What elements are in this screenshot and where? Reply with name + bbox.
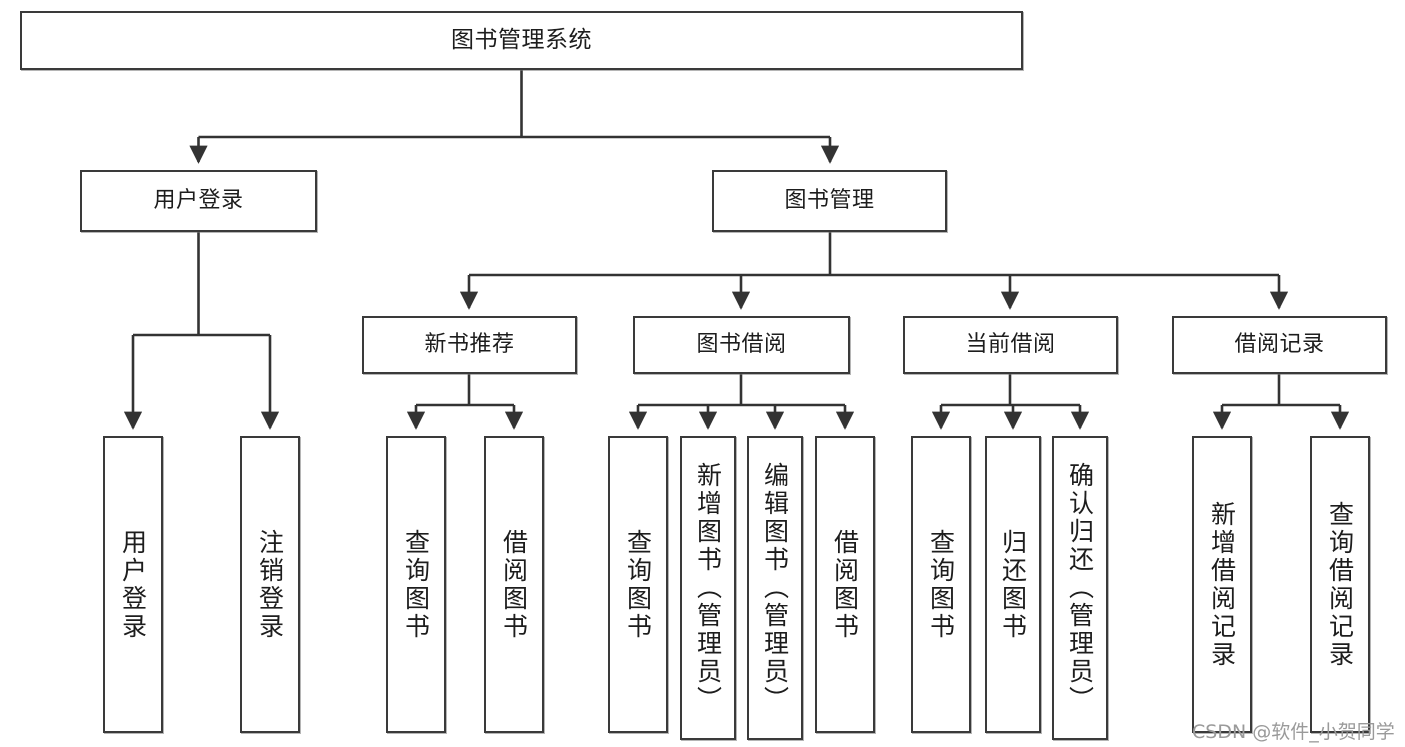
leaf-return-book-label: 归还图书 <box>998 528 1028 641</box>
leaf-query-book-2-label: 查询图书 <box>623 528 653 641</box>
leaf-query-book-3-label: 查询图书 <box>926 528 956 641</box>
leaf-return-book[interactable]: 归还图书 <box>985 436 1041 733</box>
leaf-confirm-return[interactable]: 确认归还（管理员） <box>1052 436 1108 740</box>
leaf-logout[interactable]: 注销登录 <box>240 436 300 733</box>
node-new-book-rec[interactable]: 新书推荐 <box>362 316 577 374</box>
leaf-user-login[interactable]: 用户登录 <box>103 436 163 733</box>
leaf-logout-label: 注销登录 <box>255 528 285 641</box>
node-borrow-record[interactable]: 借阅记录 <box>1172 316 1387 374</box>
leaf-confirm-return-label: 确认归还（管理员） <box>1065 462 1095 714</box>
node-user-login-label: 用户登录 <box>153 187 244 213</box>
leaf-borrow-book-1[interactable]: 借阅图书 <box>484 436 544 733</box>
node-borrow-record-label: 借阅记录 <box>1234 331 1325 357</box>
leaf-query-record-label: 查询借阅记录 <box>1325 500 1355 669</box>
leaf-query-book-1[interactable]: 查询图书 <box>386 436 446 733</box>
node-book-borrow[interactable]: 图书借阅 <box>633 316 850 374</box>
node-user-login[interactable]: 用户登录 <box>80 170 317 232</box>
node-book-mgmt[interactable]: 图书管理 <box>712 170 947 232</box>
leaf-query-book-3[interactable]: 查询图书 <box>911 436 971 733</box>
leaf-edit-book-label: 编辑图书（管理员） <box>760 462 790 714</box>
csdn-watermark: CSDN @软件_小贺同学 <box>1192 721 1395 743</box>
leaf-user-login-label: 用户登录 <box>118 528 148 641</box>
leaf-add-book[interactable]: 新增图书（管理员） <box>680 436 736 740</box>
node-root[interactable]: 图书管理系统 <box>20 11 1023 70</box>
leaf-add-record-label: 新增借阅记录 <box>1207 500 1237 669</box>
leaf-query-record[interactable]: 查询借阅记录 <box>1310 436 1370 733</box>
leaf-query-book-2[interactable]: 查询图书 <box>608 436 668 733</box>
leaf-borrow-book-2[interactable]: 借阅图书 <box>815 436 875 733</box>
node-new-book-rec-label: 新书推荐 <box>424 331 515 357</box>
leaf-add-record[interactable]: 新增借阅记录 <box>1192 436 1252 733</box>
leaf-borrow-book-1-label: 借阅图书 <box>499 528 529 641</box>
leaf-add-book-label: 新增图书（管理员） <box>693 462 723 714</box>
leaf-query-book-1-label: 查询图书 <box>401 528 431 641</box>
leaf-edit-book[interactable]: 编辑图书（管理员） <box>747 436 803 740</box>
leaf-borrow-book-2-label: 借阅图书 <box>830 528 860 641</box>
node-current-borrow-label: 当前借阅 <box>965 331 1056 357</box>
node-root-label: 图书管理系统 <box>451 26 592 53</box>
node-current-borrow[interactable]: 当前借阅 <box>903 316 1118 374</box>
node-book-mgmt-label: 图书管理 <box>784 187 875 213</box>
node-book-borrow-label: 图书借阅 <box>696 331 787 357</box>
